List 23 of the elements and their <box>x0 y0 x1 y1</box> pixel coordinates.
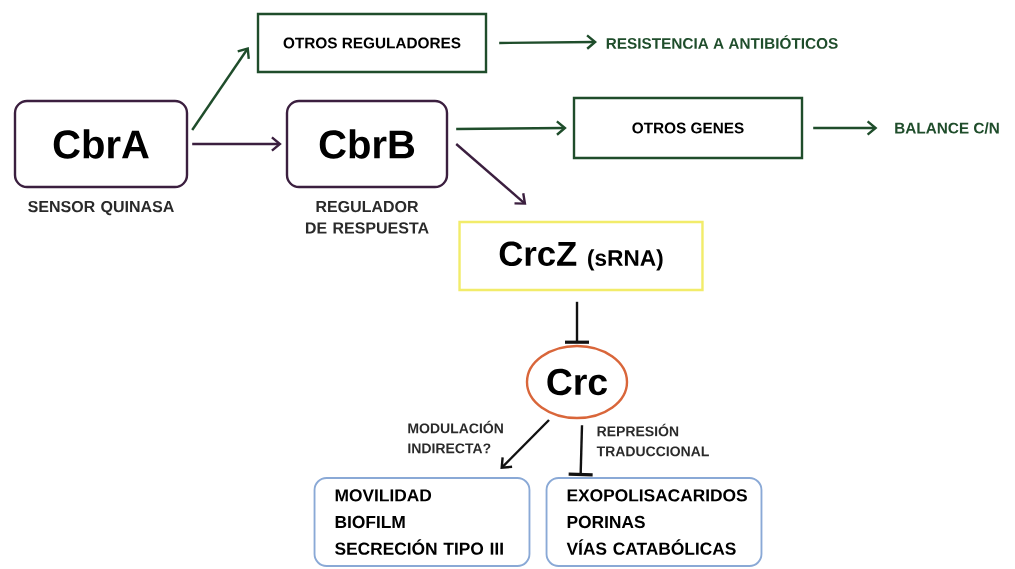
arrow <box>499 34 597 50</box>
ellipse-node: Crc <box>525 344 629 420</box>
process-box: CrcZ (sRNA) <box>458 220 704 292</box>
arrow <box>192 136 282 152</box>
result-text: BALANCE C/N <box>895 122 999 134</box>
node-caption: SENSOR QUINASA <box>28 200 174 216</box>
process-box: OTROS GENES <box>572 96 804 160</box>
edge-label: REPRESIÓN TRADUCCIONAL <box>595 422 709 458</box>
arrow <box>455 143 527 205</box>
rounded-box: CbrA <box>13 99 189 189</box>
rounded-box: CbrB <box>285 99 449 189</box>
list-box: EXOPOLISACARIDOS PORINAS VÍAS CATABÓLICAS <box>545 477 763 567</box>
edge-label: MODULACIÓN INDIRECTA? <box>406 419 513 455</box>
arrow <box>456 120 567 136</box>
node-caption: REGULADOR DE RESPUESTA <box>306 200 429 234</box>
arrow <box>565 301 589 344</box>
process-box: OTROS REGULADORES <box>256 12 488 74</box>
arrow <box>568 425 593 477</box>
arrow <box>191 47 250 131</box>
arrow <box>813 120 878 136</box>
arrow <box>500 419 550 470</box>
result-text: RESISTENCIA A ANTIBIÓTICOS <box>606 35 838 49</box>
list-box: MOVILIDAD BIOFILM SECRECIÓN TIPO III <box>313 477 531 567</box>
